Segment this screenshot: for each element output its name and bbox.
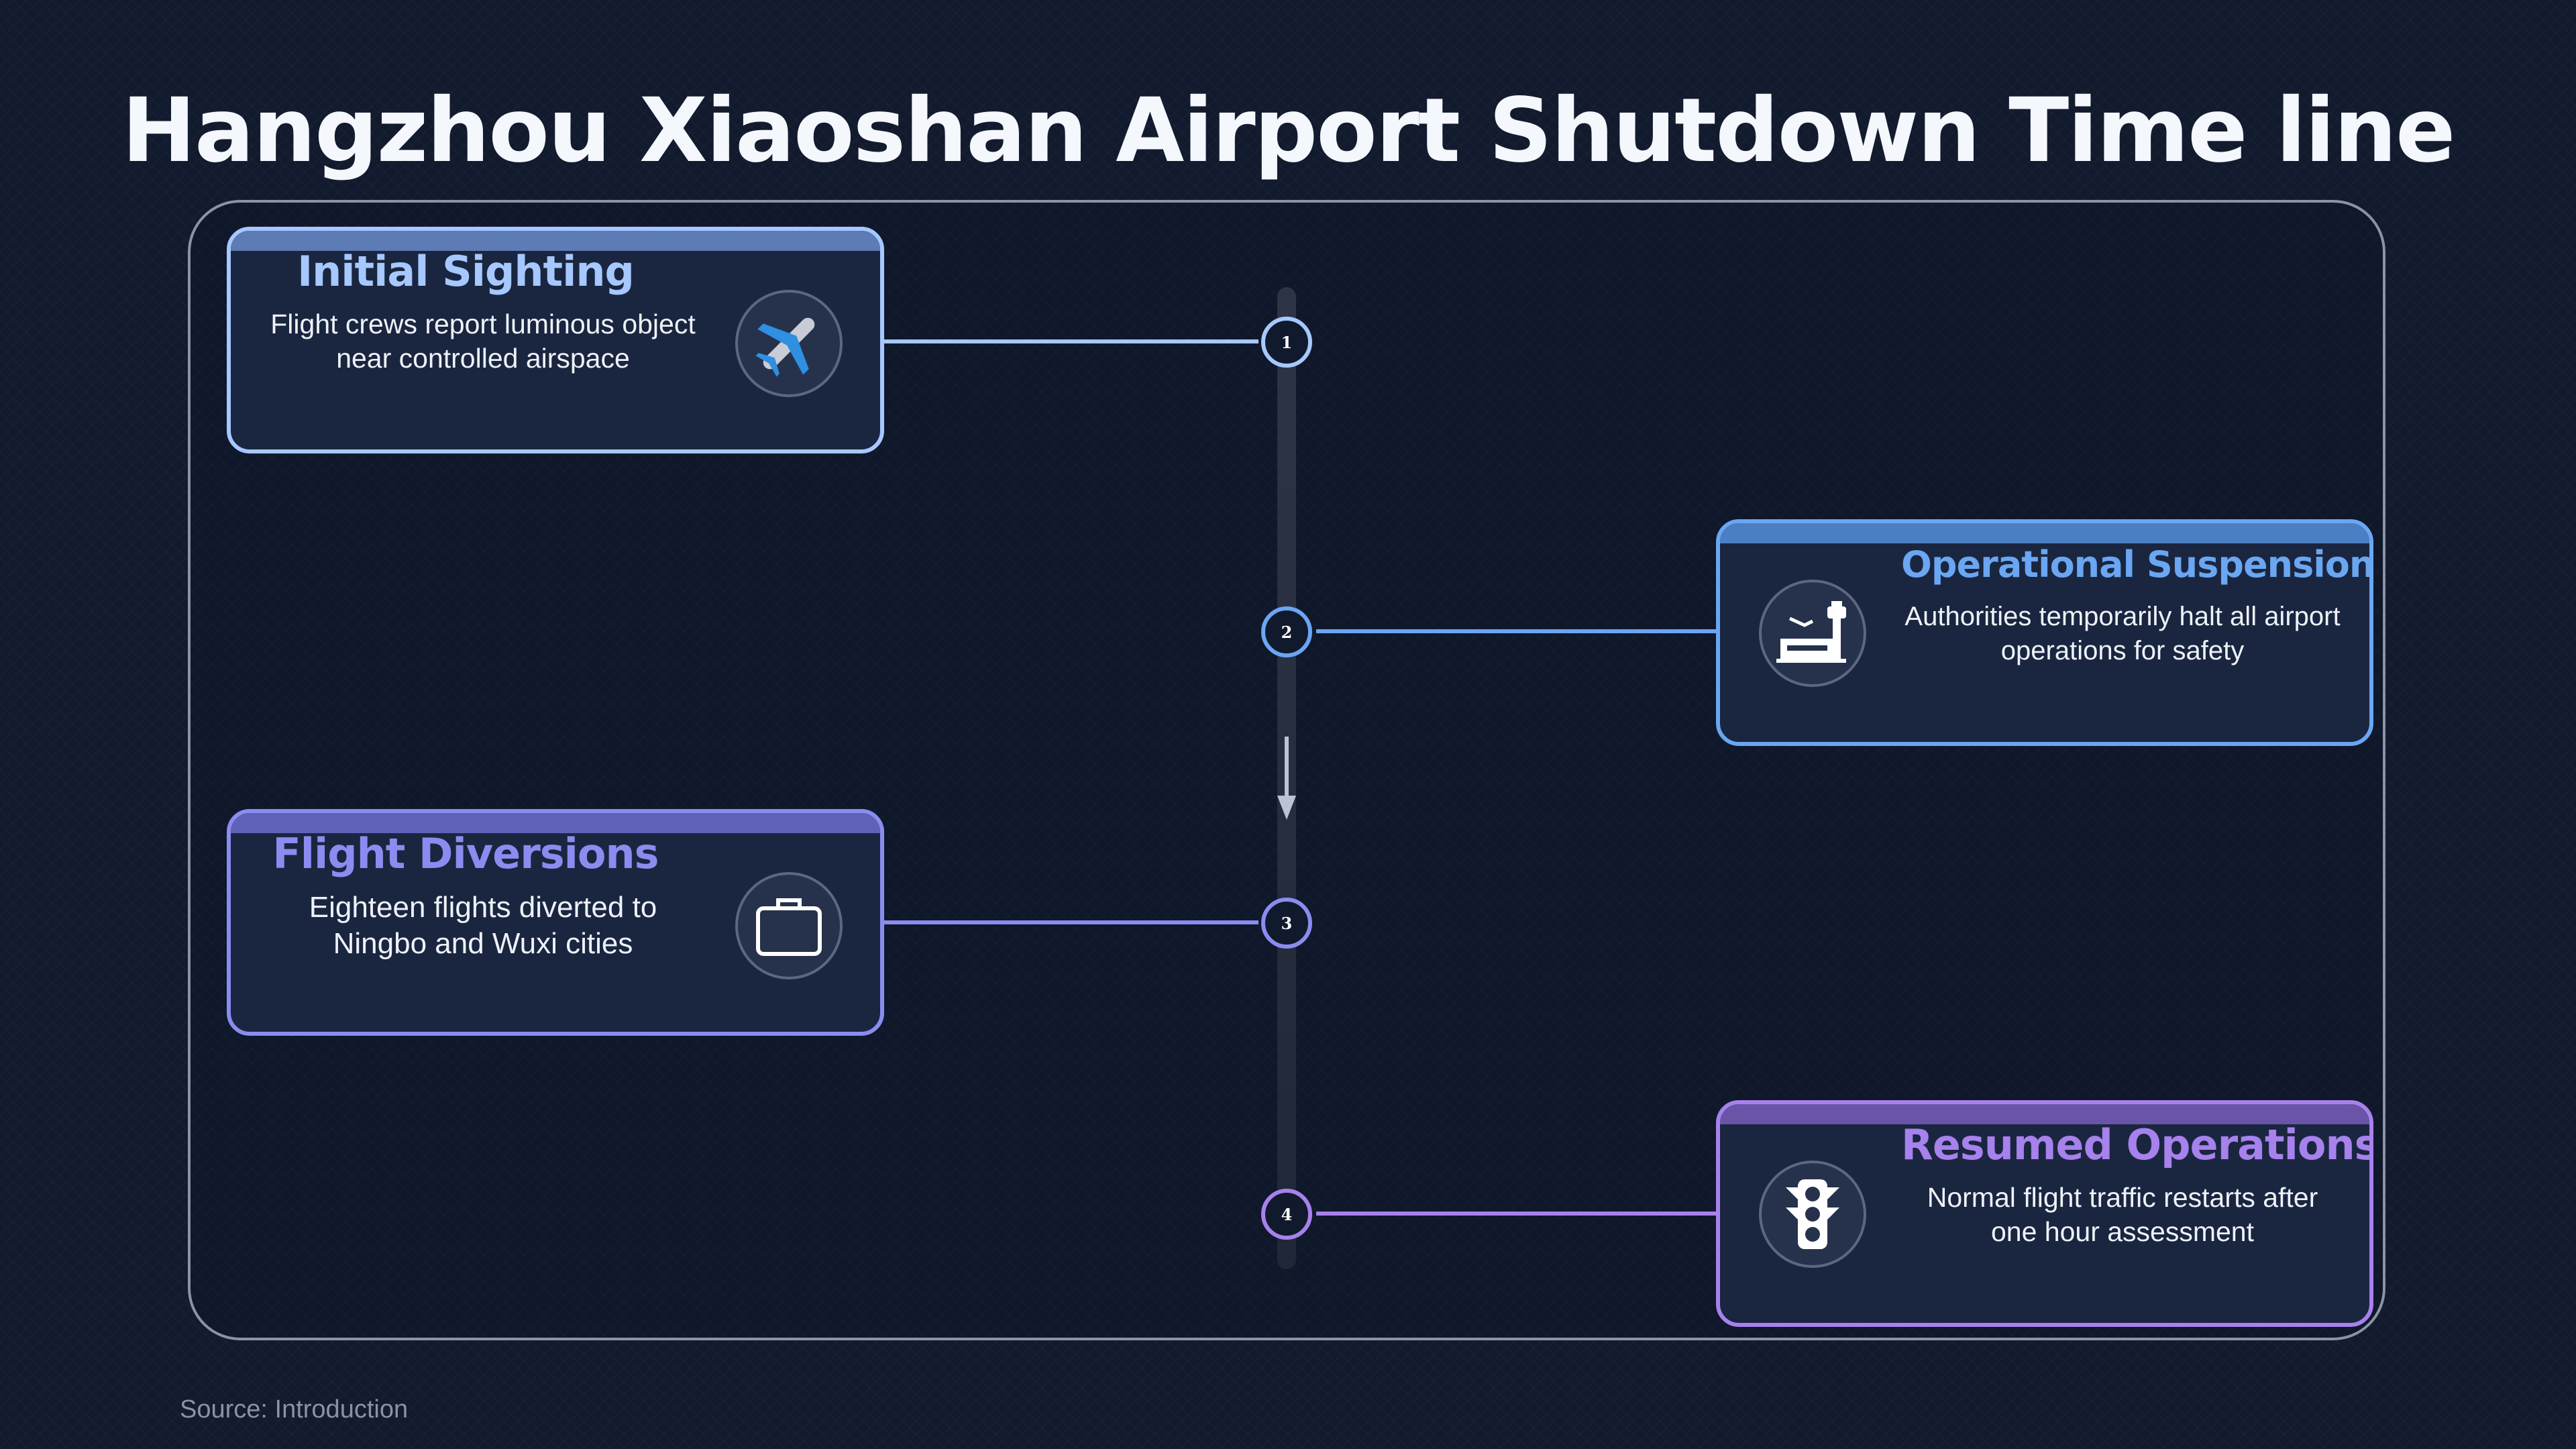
card-header-band [231, 231, 880, 251]
connector-3 [883, 920, 1258, 924]
event-card-resumed-operations: Resumed Operations Normal flight traffic… [1716, 1100, 2373, 1327]
connector-1 [883, 339, 1258, 343]
event-card-operational-suspension: Operational Suspension Authorities tempo… [1716, 519, 2373, 746]
timeline-node-1: 1 [1261, 317, 1312, 368]
timeline-node-3: 3 [1261, 898, 1312, 949]
traffic-light-icon [1786, 1179, 1839, 1249]
page-title: Hangzhou Xiaoshan Airport Shutdown Time … [121, 79, 2455, 182]
timeline-direction-arrow-icon [1277, 737, 1296, 820]
card-header-band [231, 813, 880, 833]
event-card-flight-diversions: Flight Diversions Eighteen flights diver… [227, 809, 884, 1036]
connector-2 [1316, 629, 1719, 633]
event-icon [1759, 580, 1866, 687]
event-description: Flight crews report luminous object near… [270, 309, 696, 374]
control-tower-icon [1776, 601, 1846, 663]
briefcase-icon [756, 898, 822, 956]
event-title: Operational Suspension [1901, 543, 2373, 586]
event-card-initial-sighting: Initial Sighting Flight crews report lum… [227, 227, 884, 453]
card-header-band [1720, 1104, 2369, 1124]
event-description: Authorities temporarily halt all airport… [1904, 602, 2341, 665]
timeline-node-2: 2 [1261, 606, 1312, 657]
event-title: Initial Sighting [297, 247, 635, 296]
event-title: Resumed Operations [1901, 1120, 2373, 1169]
event-title: Flight Diversions [272, 829, 659, 878]
connector-4 [1316, 1212, 1719, 1216]
event-description: Eighteen flights diverted to Ningbo and … [309, 891, 657, 960]
airplane-icon [755, 317, 815, 377]
event-icon [735, 872, 843, 979]
event-description: Normal flight traffic restarts after one… [1927, 1182, 2318, 1247]
timeline-node-4: 4 [1261, 1189, 1312, 1240]
event-icon [1759, 1161, 1866, 1268]
card-header-band [1720, 523, 2369, 543]
event-icon [735, 290, 843, 397]
source-note: Source: Introduction [180, 1395, 409, 1424]
